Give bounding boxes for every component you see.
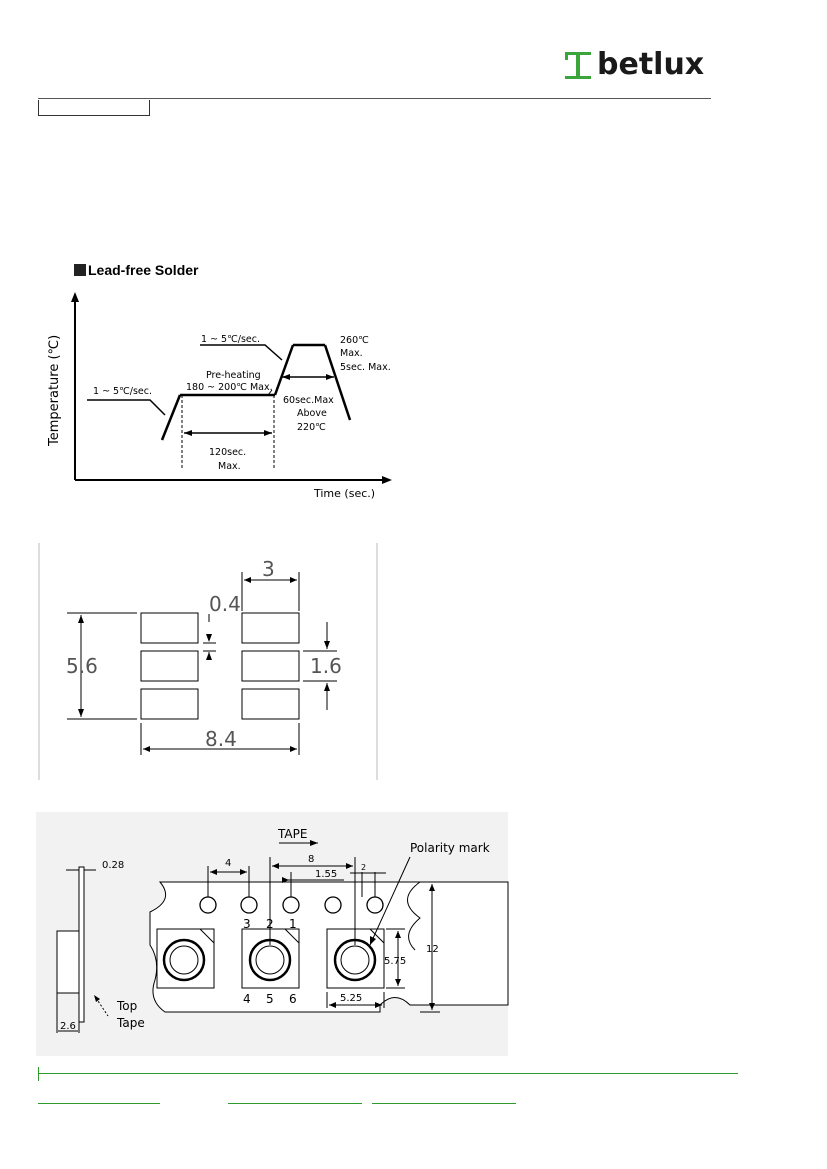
pocket-height-label: 5.75 [384, 956, 406, 967]
footer-link-2[interactable] [228, 1103, 362, 1104]
arrow-left-icon [184, 430, 192, 436]
preheat-leader [267, 389, 273, 396]
tape-direction-arrow-icon [310, 840, 318, 846]
header-tab-box [38, 100, 150, 116]
pad-dimension-arrows [78, 577, 330, 752]
solder-profile-title: Lead-free Solder [74, 262, 198, 278]
arrow-right-icon [326, 374, 334, 380]
header-rule [38, 98, 711, 99]
tape-tear-edge [407, 881, 421, 951]
pad-left-bottom [140, 688, 199, 720]
ramp2-line [273, 344, 295, 396]
polarity-mark-label: Polarity mark [410, 841, 490, 855]
pin-6-label: 6 [289, 992, 297, 1006]
peak-time-label: 5sec. Max. [340, 362, 391, 373]
preheat-label: Pre-heating [206, 370, 261, 381]
tape-labels: TAPE Polarity mark 0.28 4 8 1.55 2 3 2 1… [60, 827, 490, 1032]
ramp2-label: 1 ~ 5℃/sec. [201, 334, 260, 345]
top-tape-arrow-icon [94, 995, 100, 1002]
arrow-right-icon [264, 430, 272, 436]
pin-4-label: 4 [243, 992, 251, 1006]
x-axis-arrow-icon [382, 476, 392, 484]
top-tape-label-2: Tape [116, 1016, 145, 1030]
footer-link-1[interactable] [38, 1103, 160, 1104]
logo-text: betlux [597, 47, 705, 82]
reflow-labels: Temperature (℃) Time (sec.) 1 ~ 5℃/sec. … [47, 334, 391, 500]
pin-3-label: 3 [243, 917, 251, 931]
pad-layout-diagram: 3 0.4 5.6 1.6 8.4 [38, 543, 378, 780]
peak-max-label: Max. [340, 348, 363, 359]
arrow-left-icon [282, 374, 290, 380]
pad-right-middle [241, 650, 300, 682]
pad-left-top [140, 612, 199, 644]
dim-width-label: 3 [262, 557, 275, 581]
pad-left-middle [140, 650, 199, 682]
polarity-corners [199, 928, 385, 944]
sprocket-holes [199, 896, 384, 914]
sprocket-pitch-label: 4 [225, 858, 231, 869]
pin-1-label: 1 [289, 917, 297, 931]
logo-mark-icon [565, 52, 591, 79]
footer-rule [38, 1073, 738, 1074]
depth-label: 2.6 [60, 1021, 76, 1032]
thickness-label: 0.28 [102, 860, 124, 871]
top-tape-label: Top [116, 999, 137, 1013]
ramp1-label: 1 ~ 5℃/sec. [93, 386, 152, 397]
square-bullet-icon [74, 264, 86, 276]
polarity-arrow-icon [370, 936, 376, 945]
pad-dimension-labels: 3 0.4 5.6 1.6 8.4 [66, 557, 342, 751]
dim-height-label: 5.6 [66, 654, 98, 678]
preheat-time-max-label: Max. [218, 461, 241, 472]
tape-dimension-lines [207, 842, 440, 1013]
pad-dimension-lines [67, 572, 337, 755]
tape-side-view [56, 866, 109, 1033]
cooling-line [323, 344, 352, 421]
preheat-time-label: 120sec. [209, 447, 246, 458]
solder-title-text: Lead-free Solder [88, 262, 199, 278]
tape-dimension-arrows [210, 840, 435, 1010]
tape-diagram: TAPE Polarity mark 0.28 4 8 1.55 2 3 2 1… [36, 812, 509, 1056]
betlux-logo: betlux [563, 47, 713, 84]
ramp1-line [160, 394, 182, 441]
tape-width-label: 12 [426, 944, 439, 955]
dim-pad-label: 1.6 [310, 654, 342, 678]
preheat-temp-label: 180 ~ 200℃ Max. [186, 382, 273, 393]
footer-link-3[interactable] [372, 1103, 516, 1104]
y-axis-label: Temperature (℃) [47, 335, 62, 447]
ramp2-leader [200, 344, 283, 361]
above-label: Above [297, 408, 327, 419]
dim-total-label: 8.4 [205, 727, 237, 751]
x-axis-label: Time (sec.) [313, 487, 375, 500]
tape-direction-label: TAPE [277, 827, 307, 841]
peak-temp-label: 260℃ [340, 335, 369, 346]
y-axis-arrow-icon [71, 292, 79, 302]
part-pitch-label: 8 [308, 854, 314, 865]
pocket-width-label: 5.25 [340, 993, 362, 1004]
pin-5-label: 5 [266, 992, 274, 1006]
above-time-label: 60sec.Max [283, 395, 334, 406]
dim-gap-label: 0.4 [209, 592, 241, 616]
footer-tick [38, 1067, 39, 1081]
hole-label: 2 [361, 863, 366, 872]
pad-right-top [241, 612, 300, 644]
pin-2-label: 2 [266, 917, 274, 931]
pad-right-bottom [241, 688, 300, 720]
offset-label: 1.55 [315, 869, 337, 880]
reflow-profile-diagram [71, 292, 392, 484]
above-temp-label: 220℃ [297, 422, 326, 433]
ramp1-leader [87, 399, 166, 416]
